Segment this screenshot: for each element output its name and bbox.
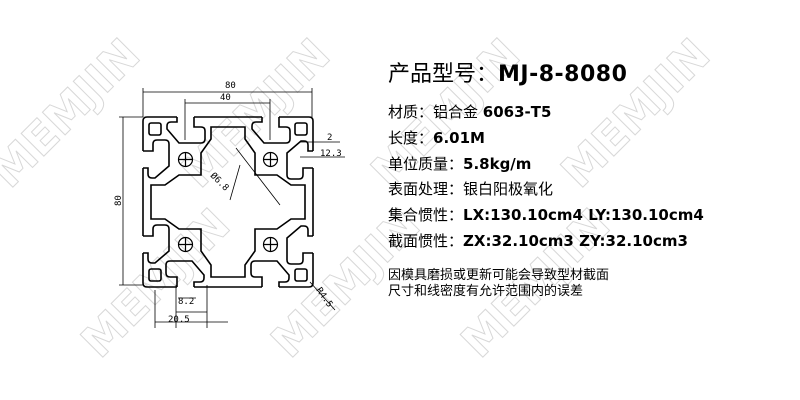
spec-value-bold: 6063-T5 [482,103,552,121]
spec-row: 截面惯性：ZX:32.10cm3 ZY:32.10cm3 [388,230,688,251]
spec-label: 表面处理： [388,180,464,198]
spec-value-bold: 6.01M [433,129,485,147]
dim-slot-width: 20.5 [168,315,190,325]
disclaimer-note: 因模具磨损或更新可能会导致型材截面 尺寸和线密度有允许范围内的误差 [388,268,609,300]
spec-value-bold: LX:130.10cm4 LY:130.10cm4 [463,206,704,224]
spec-row: 材质：铝合金 6063-T5 [388,101,551,122]
dim-width: 80 [225,81,236,91]
model-value: MJ-8-8080 [498,62,628,87]
dim-slot-pitch: 40 [220,93,231,103]
spec-label: 集合惯性： [388,206,464,224]
product-model: 产品型号：MJ-8-8080 [388,56,627,88]
spec-row: 长度：6.01M [388,127,485,148]
spec-row: 集合惯性：LX:130.10cm4 LY:130.10cm4 [388,204,704,225]
spec-label: 长度： [388,129,434,147]
spec-value: 铝合金 [433,103,483,121]
dimension-lines [119,88,345,328]
dim-hole: Ø6.8 [208,170,231,193]
spec-label: 截面惯性： [388,232,464,250]
dim-wall: 2 [327,133,332,143]
note-line: 尺寸和线密度有允许范围内的误差 [388,284,584,299]
spec-value: 银白阳极氧化 [463,180,554,198]
note-line: 因模具磨损或更新可能会导致型材截面 [388,268,610,283]
spec-value-bold: 5.8kg/m [463,155,532,173]
model-label: 产品型号： [388,62,499,87]
spec-row: 表面处理：银白阳极氧化 [388,178,553,199]
screw-holes [177,151,279,253]
spec-row: 单位质量：5.8kg/m [388,153,531,174]
dim-slot-opening: 8.2 [178,297,194,307]
spec-value-bold: ZX:32.10cm3 ZY:32.10cm3 [463,232,688,250]
profile-section [142,116,314,288]
spec-label: 材质： [388,103,434,121]
spec-label: 单位质量： [388,155,464,173]
dim-height: 80 [114,195,124,206]
dim-depth: 12.3 [320,149,342,159]
